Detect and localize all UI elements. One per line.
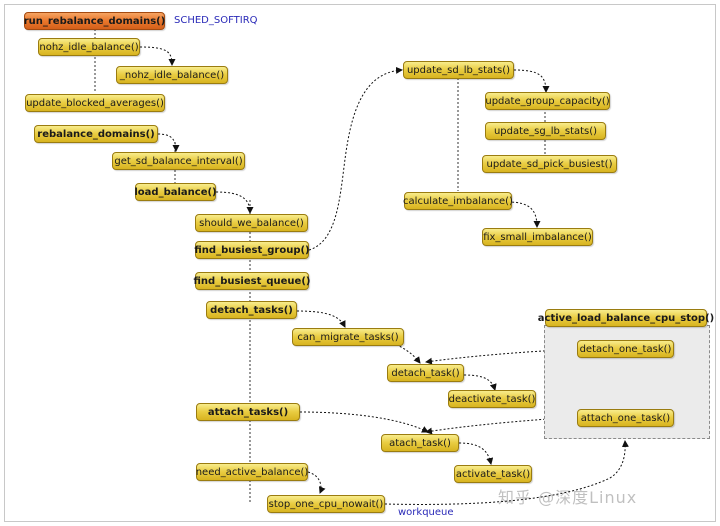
label-workqueue: workqueue bbox=[398, 507, 454, 518]
node-need-active-balance[interactable]: need_active_balance() bbox=[196, 463, 308, 481]
node-can-migrate-tasks[interactable]: can_migrate_tasks() bbox=[292, 328, 404, 346]
arrow-atach-task bbox=[299, 411, 429, 433]
node-update-sg-lb-stats[interactable]: update_sg_lb_stats() bbox=[485, 122, 606, 140]
node-atach-task[interactable]: atach_task() bbox=[381, 434, 459, 452]
node-run-rebalance-domains[interactable]: run_rebalance_domains() bbox=[24, 12, 165, 30]
node-attach-one-task[interactable]: attach_one_task() bbox=[577, 409, 674, 427]
arrow-rebalance bbox=[157, 133, 180, 152]
arrow-can-migrate bbox=[296, 310, 346, 328]
arrow-detach-one bbox=[425, 348, 578, 365]
arrow-group-capacity bbox=[513, 69, 550, 93]
node-detach-task[interactable]: detach_task() bbox=[387, 364, 464, 382]
node-attach-tasks[interactable]: attach_tasks() bbox=[196, 403, 300, 421]
node-update-blocked-averages[interactable]: update_blocked_averages() bbox=[25, 94, 165, 112]
node-get-sd-balance-interval[interactable]: get_sd_balance_interval() bbox=[112, 152, 245, 170]
node-find-busiest-queue[interactable]: find_busiest_queue() bbox=[194, 272, 310, 290]
watermark: 知乎 @深度Linux bbox=[498, 488, 638, 507]
node-load-balance[interactable]: load_balance() bbox=[134, 183, 217, 201]
arrow-deactivate bbox=[463, 374, 497, 391]
arrow-load-balance bbox=[215, 191, 254, 214]
node-should-we-balance[interactable]: should_we_balance() bbox=[195, 214, 308, 232]
node-detach-tasks[interactable]: detach_tasks() bbox=[206, 301, 297, 319]
arrow-nohz bbox=[139, 46, 176, 66]
arrow-stop-one bbox=[307, 471, 326, 494]
node-nohz-idle-balance-inner[interactable]: _nohz_idle_balance() bbox=[116, 66, 228, 84]
node-rebalance-domains[interactable]: rebalance_domains() bbox=[34, 125, 158, 143]
node-detach-one-task[interactable]: detach_one_task() bbox=[577, 340, 674, 358]
node-update-sd-pick-busiest[interactable]: update_sd_pick_busiest() bbox=[482, 155, 617, 173]
node-calculate-imbalance[interactable]: calculate_imbalance() bbox=[403, 192, 513, 210]
node-fix-small-imbalance[interactable]: fix_small_imbalance() bbox=[482, 228, 593, 246]
node-update-sd-lb-stats[interactable]: update_sd_lb_stats() bbox=[403, 61, 514, 79]
node-update-group-capacity[interactable]: update_group_capacity() bbox=[485, 92, 610, 110]
node-deactivate-task[interactable]: deactivate_task() bbox=[448, 390, 536, 408]
node-active-load-balance-cpu-stop[interactable]: active_load_balance_cpu_stop() bbox=[538, 309, 714, 327]
node-activate-task[interactable]: activate_task() bbox=[454, 465, 532, 483]
node-find-busiest-group[interactable]: find_busiest_group() bbox=[194, 241, 310, 259]
label-sched-softirq: SCHED_SOFTIRQ bbox=[174, 15, 258, 26]
node-stop-one-cpu-nowait[interactable]: stop_one_cpu_nowait() bbox=[267, 495, 385, 513]
arrow-activate bbox=[458, 442, 494, 465]
node-nohz-idle-balance[interactable]: nohz_idle_balance() bbox=[38, 38, 140, 56]
arrow-fix-small bbox=[507, 201, 541, 228]
diagram-frame bbox=[4, 4, 716, 522]
arrow-to-sd-lb-stats bbox=[308, 66, 403, 251]
